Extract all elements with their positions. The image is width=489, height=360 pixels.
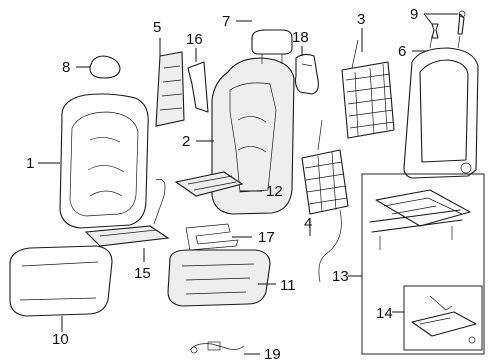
seat-back-frame	[403, 35, 479, 179]
cushion-heater-mat	[185, 223, 239, 251]
seat-back-pad	[211, 57, 295, 215]
wire-harness	[189, 341, 245, 354]
callout-18: 18	[292, 29, 309, 46]
lumbar-support	[301, 119, 349, 283]
callout-15: 15	[134, 265, 151, 282]
adjuster-motor-switch	[403, 285, 483, 351]
callout-19: 19	[264, 346, 281, 360]
heater-element-cushion	[84, 179, 170, 247]
heater-element-back	[174, 171, 244, 197]
seat-adjuster-group	[361, 173, 485, 355]
headrest	[251, 29, 293, 64]
callout-13: 13	[332, 268, 349, 285]
callout-5: 5	[153, 19, 161, 36]
seat-back-frame-spring	[341, 39, 395, 139]
callout-9: 9	[410, 6, 418, 23]
callout-12: 12	[266, 183, 283, 200]
seat-back-cover	[59, 93, 149, 229]
callout-17: 17	[258, 229, 275, 246]
callout-16: 16	[186, 31, 203, 48]
callout-4: 4	[304, 215, 312, 232]
callout-11: 11	[280, 277, 296, 294]
pad-insulator	[155, 51, 185, 127]
callout-10: 10	[52, 331, 69, 348]
recliner-handle	[294, 53, 319, 95]
callout-2: 2	[182, 133, 190, 150]
callout-1: 1	[26, 155, 34, 172]
headrest-guide-pins	[431, 10, 466, 39]
callout-labels: 1 2 3 4 5 6 7 8 9 10 11 12 13 14 15 16 1…	[26, 6, 418, 360]
callout-8: 8	[62, 59, 70, 76]
bracket	[187, 61, 209, 113]
callout-6: 6	[398, 43, 406, 60]
headrest-guide	[89, 55, 121, 79]
callout-3: 3	[357, 11, 365, 28]
leader-lines	[38, 13, 458, 355]
callout-14: 14	[376, 305, 393, 322]
seat-cushion-pad	[167, 249, 271, 307]
callout-7: 7	[222, 13, 230, 30]
seat-cushion-cover	[9, 245, 113, 317]
